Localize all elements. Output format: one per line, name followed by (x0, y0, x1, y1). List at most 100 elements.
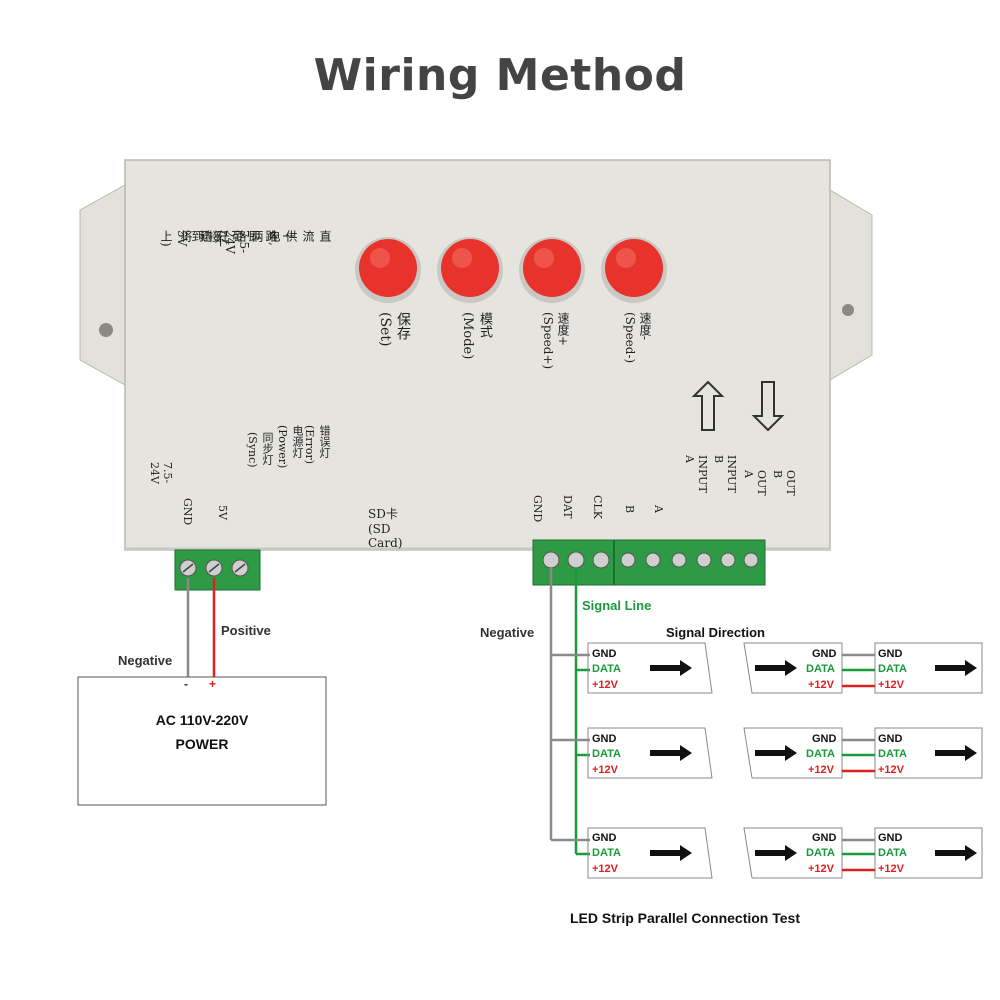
terminal-screw-icon (720, 552, 736, 568)
terminal-screw-icon (592, 551, 610, 569)
terminal-screw-icon (671, 552, 687, 568)
terminal-screw-icon (743, 552, 759, 568)
led-strip-segment (743, 727, 843, 779)
mode-button-label: 模式(Mode) (460, 312, 492, 360)
power-supply-line-2: POWER (175, 736, 229, 752)
strip-row-2 (587, 727, 983, 779)
right-arrow-icon (650, 745, 692, 761)
strip-gnd-label: GND (878, 733, 903, 745)
strip-row-3 (587, 827, 983, 879)
led-strip-segment (874, 827, 983, 879)
strip-v12-label: +12V (878, 679, 904, 691)
strip-v12-label: +12V (808, 764, 834, 776)
strip-gnd-label: GND (812, 832, 837, 844)
led-strip-segment (874, 727, 983, 779)
set-button-label: 保存(Set) (377, 312, 411, 347)
terminal-screw-icon (620, 552, 636, 568)
led-strip-segment (743, 642, 843, 694)
speed-plus-label: 速度+(Speed+) (541, 312, 570, 370)
led-strip-segment (874, 642, 983, 694)
pin-label-a: A (652, 505, 665, 513)
strip-v12-label: +12V (592, 764, 618, 776)
terminal-screw-icon (567, 551, 585, 569)
right-arrow-icon (935, 745, 977, 761)
speed-minus-label: 速度-(Speed-) (623, 312, 652, 364)
strip-v12-label: +12V (808, 863, 834, 875)
strip-data-label: DATA (592, 847, 621, 859)
right-arrow-icon (650, 660, 692, 676)
down-arrow-icon (751, 381, 785, 432)
pin-label-clk: CLK (591, 495, 604, 519)
left-mount-ear (79, 184, 126, 386)
strip-v12-label: +12V (592, 863, 618, 875)
signal-terminal-block (532, 539, 766, 586)
power-plus-sign: + (209, 677, 217, 691)
strip-gnd-label: GND (592, 832, 617, 844)
signal-negative-label: Negative (480, 625, 535, 640)
strip-data-label: DATA (592, 748, 621, 760)
strip-v12-label: +12V (592, 679, 618, 691)
pin-label-7v5-24v: 7.5-24V (148, 462, 174, 484)
led-strip-segment (743, 827, 843, 879)
right-arrow-icon (650, 845, 692, 861)
strip-gnd-label: GND (812, 733, 837, 745)
strip-data-label: DATA (592, 663, 621, 675)
diagram-caption: LED Strip Parallel Connection Test (569, 910, 800, 926)
power-led-label: 电源灯(Power) (276, 425, 304, 469)
strip-data-label: DATA (878, 847, 907, 859)
sd-card-label: SD卡(SD Card) (368, 507, 403, 550)
strip-v12-label: +12V (878, 863, 904, 875)
right-arrow-icon (755, 660, 797, 676)
strip-gnd-label: GND (878, 832, 903, 844)
terminal-screw-icon (542, 551, 560, 569)
error-led-label: 错误灯(Error) (303, 425, 331, 465)
strip-gnd-label: GND (592, 733, 617, 745)
strip-data-label: DATA (878, 748, 907, 760)
strip-gnd-label: GND (878, 648, 903, 660)
led-strip-segment (587, 727, 713, 779)
power-supply-box (77, 676, 327, 806)
strip-row-1 (587, 642, 983, 694)
controller-case (79, 159, 873, 551)
terminal-screw-icon (645, 552, 661, 568)
right-arrow-icon (935, 660, 977, 676)
pin-label-gnd: GND (181, 498, 194, 526)
pin-label-input-a: INPUT A (683, 455, 709, 493)
terminal-screw-icon (696, 552, 712, 568)
strip-gnd-label: GND (812, 648, 837, 660)
pin-label-out-b: OUT B (771, 470, 797, 496)
power-note-line-3: 7.5-24V接到5V上) (159, 230, 251, 254)
signal-direction-label: Signal Direction (666, 625, 765, 640)
set-button[interactable] (355, 237, 421, 303)
right-mount-hole (842, 304, 854, 316)
strip-v12-label: +12V (878, 764, 904, 776)
sync-led-label: 同步灯(Sync) (246, 432, 274, 468)
signal-wiring (549, 568, 590, 856)
signal-line-label: Signal Line (582, 598, 652, 613)
power-supply-line-1: AC 110V-220V (155, 712, 249, 728)
strip-data-label: DATA (878, 663, 907, 675)
led-strip-segment (587, 827, 713, 879)
power-positive-label: Positive (221, 623, 271, 638)
speed-plus-button[interactable] (519, 237, 585, 303)
case-body (124, 159, 831, 551)
left-mount-hole (99, 323, 113, 337)
page-title: Wiring Method (313, 50, 687, 101)
pin-label-out-a: OUT A (742, 470, 768, 496)
right-arrow-icon (935, 845, 977, 861)
power-negative-label: Negative (118, 653, 173, 668)
strip-data-label: DATA (806, 748, 835, 760)
mode-button[interactable] (437, 237, 503, 303)
right-arrow-icon (755, 845, 797, 861)
led-strip-segment (587, 642, 713, 694)
pin-label-5v: 5V (216, 505, 229, 520)
right-arrow-icon (755, 745, 797, 761)
up-arrow-icon (691, 380, 725, 431)
strip-v12-label: +12V (808, 679, 834, 691)
pin-label-gnd-2: GND (531, 495, 544, 523)
speed-minus-button[interactable] (601, 237, 667, 303)
power-note-line-2: 一路即可(不可将 (179, 230, 295, 247)
button-row (355, 237, 667, 303)
